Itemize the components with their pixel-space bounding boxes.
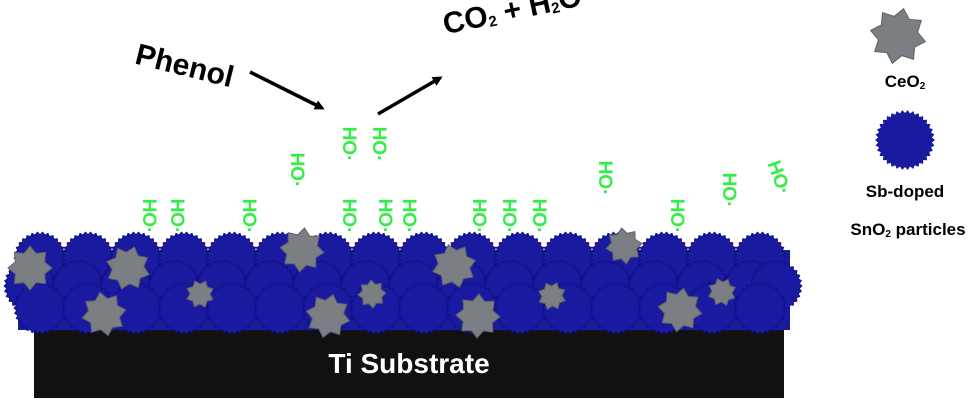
hydroxyl-radical-label: HO· bbox=[528, 199, 549, 234]
ceo2-particle bbox=[305, 293, 351, 339]
legend-ceo2-symbol bbox=[869, 7, 927, 65]
sno2-particle bbox=[205, 281, 259, 335]
legend-ceo2-subscript: 2 bbox=[919, 81, 926, 92]
hydroxyl-radical-label: HO· bbox=[763, 158, 795, 198]
ceo2-particle bbox=[538, 282, 566, 310]
hydroxyl-radical-label: HO· bbox=[498, 199, 519, 234]
legend-sno2-label-line2: SnO2 particles bbox=[838, 220, 978, 240]
legend-sno2-label-line1: Sb-doped bbox=[865, 182, 945, 201]
sno2-particle bbox=[589, 281, 643, 335]
legend-ceo2-label: CeO2 bbox=[850, 72, 960, 92]
ti-substrate bbox=[34, 328, 784, 398]
ceo2-particle bbox=[605, 227, 643, 265]
hydroxyl-radical-label: HO· bbox=[666, 199, 687, 234]
product-out-arrow bbox=[377, 76, 443, 116]
hydroxyl-radical-label: HO· bbox=[368, 127, 389, 162]
ceo2-particle bbox=[81, 291, 127, 337]
legend-sno2-symbol bbox=[875, 110, 935, 170]
hydroxyl-radical-label: HO· bbox=[718, 173, 739, 208]
phenol-in-arrow bbox=[249, 70, 325, 110]
ceo2-particle bbox=[657, 287, 703, 333]
sno2-particle bbox=[13, 281, 67, 335]
hydroxyl-radical-label: HO· bbox=[374, 199, 395, 234]
hydroxyl-radical-label: HO· bbox=[398, 199, 419, 234]
ceo2-particle bbox=[707, 277, 737, 307]
ceo2-particle bbox=[106, 246, 150, 290]
hydroxyl-radical-group: HO·HO·HO·HO·HO·HO·HO·HO·HO·HO·HO·HO·HO·H… bbox=[138, 127, 794, 234]
hydroxyl-radical-label: HO· bbox=[338, 127, 359, 162]
legend-ceo2-main: CeO bbox=[884, 72, 920, 91]
hydroxyl-radical-label: HO· bbox=[286, 153, 307, 188]
ceo2-particle bbox=[431, 243, 477, 289]
ceo2-particle bbox=[279, 227, 325, 273]
legend-sno2-subscript: 2 bbox=[885, 229, 891, 240]
hydroxyl-radical-label: HO· bbox=[166, 199, 187, 234]
ceo2-particle bbox=[455, 293, 501, 339]
legend-sno2-main: SnO bbox=[850, 220, 886, 239]
substrate-label: Ti Substrate bbox=[328, 348, 490, 379]
hydroxyl-radical-label: HO· bbox=[594, 161, 615, 196]
legend-ceo2-star bbox=[869, 7, 927, 65]
sno2-particle bbox=[397, 281, 451, 335]
hydroxyl-radical-label: HO· bbox=[138, 199, 159, 234]
hydroxyl-radical-label: HO· bbox=[338, 199, 359, 234]
ceo2-particle bbox=[357, 279, 387, 309]
hydroxyl-radical-label: HO· bbox=[468, 199, 489, 234]
hydroxyl-radical-label: HO· bbox=[238, 199, 259, 234]
ceo2-particle bbox=[186, 280, 214, 308]
legend-sno2-rest: particles bbox=[890, 220, 966, 239]
sno2-particle bbox=[253, 281, 307, 335]
sno2-particle bbox=[733, 281, 787, 335]
legend-sno2-gear bbox=[875, 110, 935, 170]
ceo2-particle bbox=[7, 245, 53, 291]
sno2-particle bbox=[493, 281, 547, 335]
ceo2-particle-group bbox=[7, 227, 737, 339]
